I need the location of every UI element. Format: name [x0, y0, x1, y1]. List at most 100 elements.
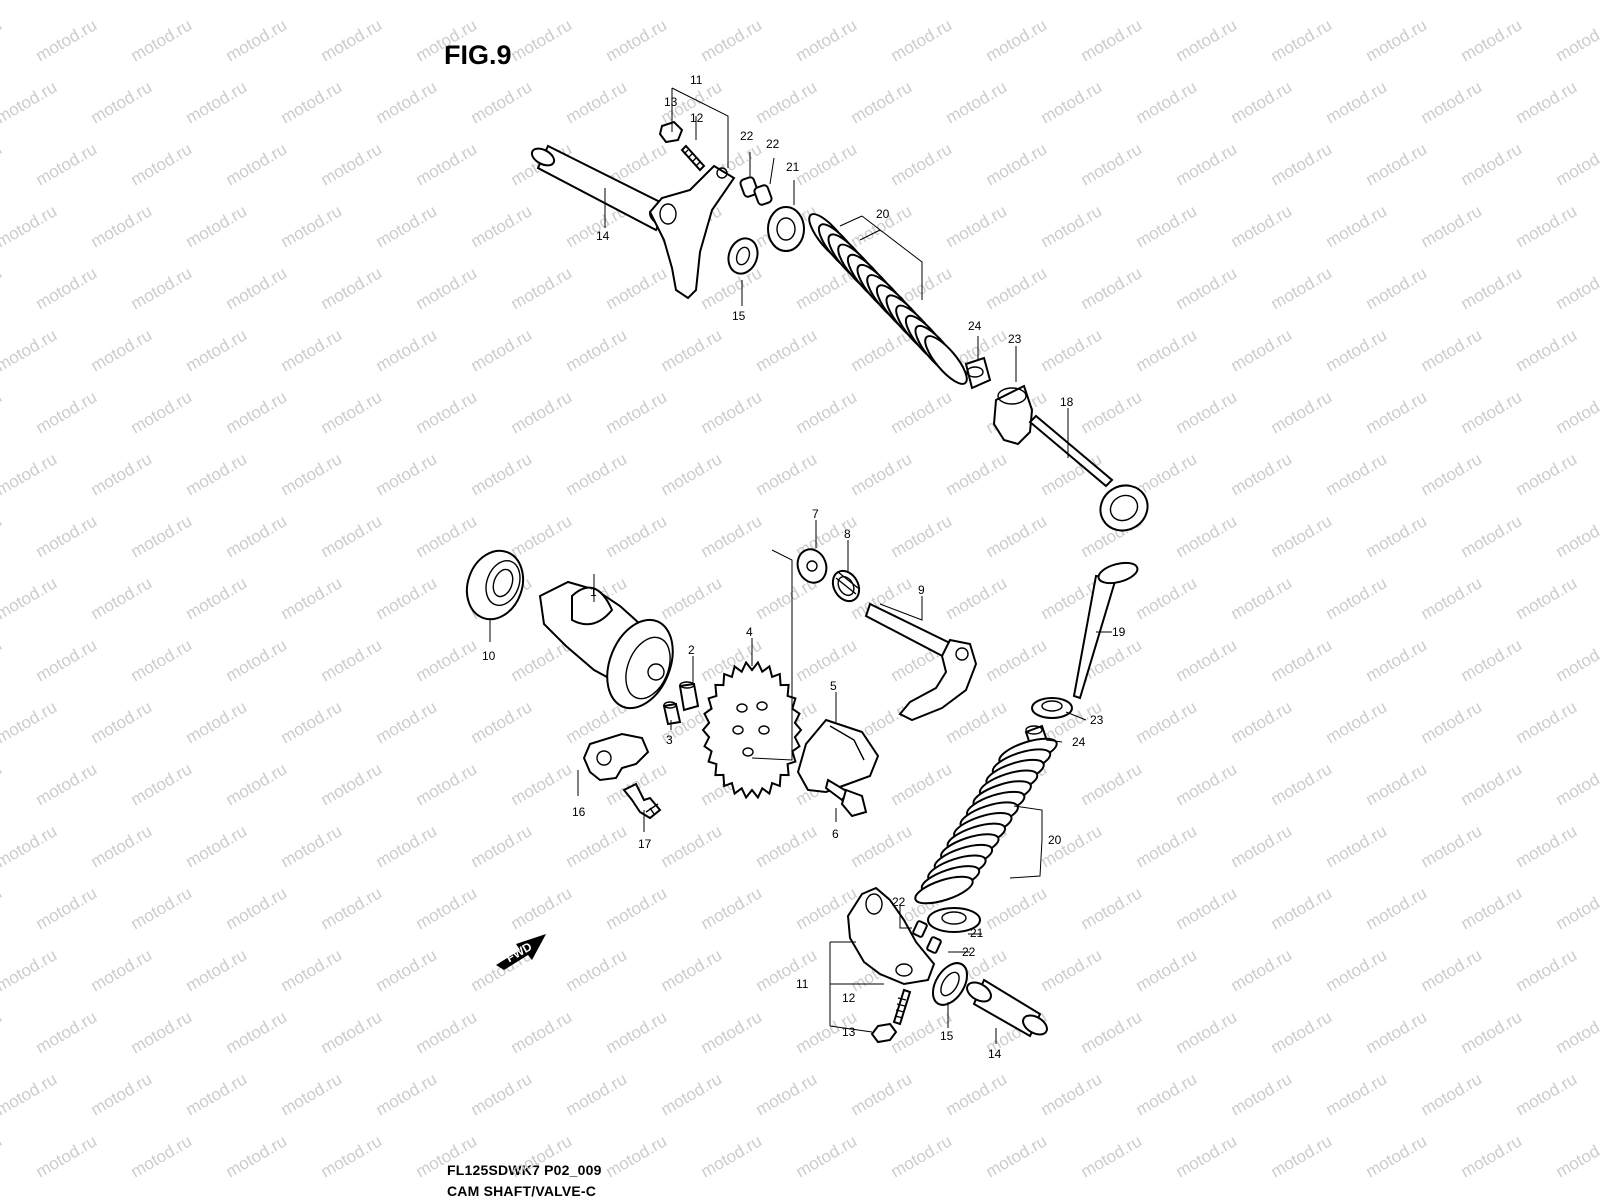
part-24-stem-seal-upper: [964, 356, 992, 390]
watermark-text: motod.ru: [1078, 1007, 1146, 1057]
watermark-text: motod.ru: [413, 759, 481, 809]
watermark-text: motod.ru: [278, 201, 346, 251]
watermark-text: motod.ru: [753, 1069, 821, 1119]
label-14: 14: [596, 229, 610, 243]
watermark-text: motod.ru: [508, 1131, 576, 1181]
watermark-text: motod.ru: [88, 325, 156, 375]
watermark-text: motod.ru: [508, 883, 576, 933]
watermark-text: motod.ru: [1173, 387, 1241, 437]
label-18: 18: [1060, 395, 1074, 409]
watermark-text: motod.ru: [1418, 449, 1486, 499]
watermark-text: motod.ru: [603, 1131, 671, 1181]
watermark-text: motod.ru: [373, 449, 441, 499]
watermark-text: motod.ru: [793, 635, 861, 685]
watermark-text: motod.ru: [1173, 1131, 1241, 1181]
watermark-text: motod.ru: [563, 0, 631, 3]
spring-coil: [914, 875, 974, 905]
label-20-lower: 20: [1048, 833, 1062, 847]
watermark-text: motod.ru: [983, 139, 1051, 189]
watermark-text: motod.ru: [223, 15, 291, 65]
watermark-text: motod.ru: [128, 139, 196, 189]
watermark-text: motod.ru: [373, 945, 441, 995]
watermark-text: motod.ru: [278, 945, 346, 995]
watermark-text: motod.ru: [983, 263, 1051, 313]
watermark-text: motod.ru: [793, 15, 861, 65]
watermark-text: motod.ru: [33, 1131, 101, 1181]
label-11: 11: [690, 73, 703, 87]
part-22-cotters-lower: [912, 920, 942, 954]
watermark-text: motod.ru: [1038, 201, 1106, 251]
part-9-decomp-shaft: [864, 602, 978, 722]
watermark-text: motod.ru: [658, 573, 726, 623]
watermark-text: motod.ru: [1133, 325, 1201, 375]
watermark-text: motod.ru: [223, 635, 291, 685]
watermark-text: motod.ru: [753, 449, 821, 499]
figure-title: FIG.9: [444, 40, 512, 70]
watermark-text: motod.ru: [413, 387, 481, 437]
watermark-text: motod.ru: [888, 759, 956, 809]
watermark-text: motod.ru: [1513, 821, 1581, 871]
watermark-text: motod.ru: [223, 883, 291, 933]
watermark-text: motod.ru: [1173, 511, 1241, 561]
label-22-upper-b: 22: [766, 137, 780, 151]
watermark-text: motod.ru: [0, 1007, 5, 1057]
watermark-text: motod.ru: [223, 759, 291, 809]
watermark-text: motod.ru: [278, 77, 346, 127]
watermark-text: motod.ru: [223, 511, 291, 561]
watermark-text: motod.ru: [0, 449, 60, 499]
watermark-text: motod.ru: [373, 821, 441, 871]
watermark-text: motod.ru: [698, 1131, 766, 1181]
watermark-text: motod.ru: [1268, 759, 1336, 809]
watermark-text: motod.ru: [413, 15, 481, 65]
label-12: 12: [690, 111, 704, 125]
watermark-text: motod.ru: [793, 1131, 861, 1181]
watermark-text: motod.ru: [1228, 697, 1296, 747]
watermark-text: motod.ru: [33, 635, 101, 685]
watermark-text: motod.ru: [0, 139, 5, 189]
label-15: 15: [732, 309, 746, 323]
watermark-text: motod.ru: [698, 15, 766, 65]
watermark-text: motod.ru: [1038, 1069, 1106, 1119]
watermark-text: motod.ru: [468, 449, 536, 499]
watermark-text: motod.ru: [1418, 821, 1486, 871]
watermark-text: motod.ru: [0, 325, 60, 375]
part-15-washer-lower: [931, 962, 969, 1006]
watermark-text: motod.ru: [1458, 15, 1526, 65]
watermark-text: motod.ru: [128, 263, 196, 313]
label-16: 16: [572, 805, 586, 819]
label-22-upper-a: 22: [740, 129, 754, 143]
watermark-text: motod.ru: [1363, 263, 1431, 313]
watermark-text: motod.ru: [888, 511, 956, 561]
caption-name: CAM SHAFT/VALVE-C: [447, 1183, 597, 1199]
watermark-text: motod.ru: [33, 387, 101, 437]
watermark-text: motod.ru: [1323, 77, 1391, 127]
watermark-text: motod.ru: [1133, 945, 1201, 995]
label-14-lower: 14: [988, 1047, 1002, 1061]
watermark-text: motod.ru: [1418, 201, 1486, 251]
watermark-text: motod.ru: [88, 573, 156, 623]
watermark-text: motod.ru: [128, 511, 196, 561]
watermark-text: motod.ru: [1173, 15, 1241, 65]
watermark-text: motod.ru: [1363, 139, 1431, 189]
watermark-text: motod.ru: [0, 573, 60, 623]
watermark-text: motod.ru: [1418, 1069, 1486, 1119]
watermark-text: motod.ru: [1268, 139, 1336, 189]
watermark-text: motod.ru: [1323, 573, 1391, 623]
watermark-text: motod.ru: [0, 263, 5, 313]
watermark-text: motod.ru: [1133, 1069, 1201, 1119]
watermark-text: motod.ru: [278, 573, 346, 623]
watermark-text: motod.ru: [848, 449, 916, 499]
watermark-text: motod.ru: [563, 1069, 631, 1119]
sprocket-teeth: [701, 660, 803, 800]
part-10-bearing: [465, 549, 525, 621]
watermark-text: motod.ru: [33, 15, 101, 65]
watermark-text: motod.ru: [1363, 511, 1431, 561]
label-21-lower: 21: [970, 926, 984, 940]
watermark-text: motod.ru: [373, 1069, 441, 1119]
label-23-lower: 23: [1090, 713, 1104, 727]
watermark-text: motod.ru: [1228, 945, 1296, 995]
watermark-text: motod.ru: [413, 139, 481, 189]
watermark-text: motod.ru: [1268, 883, 1336, 933]
watermark-text: motod.ru: [698, 387, 766, 437]
label-19: 19: [1112, 625, 1126, 639]
